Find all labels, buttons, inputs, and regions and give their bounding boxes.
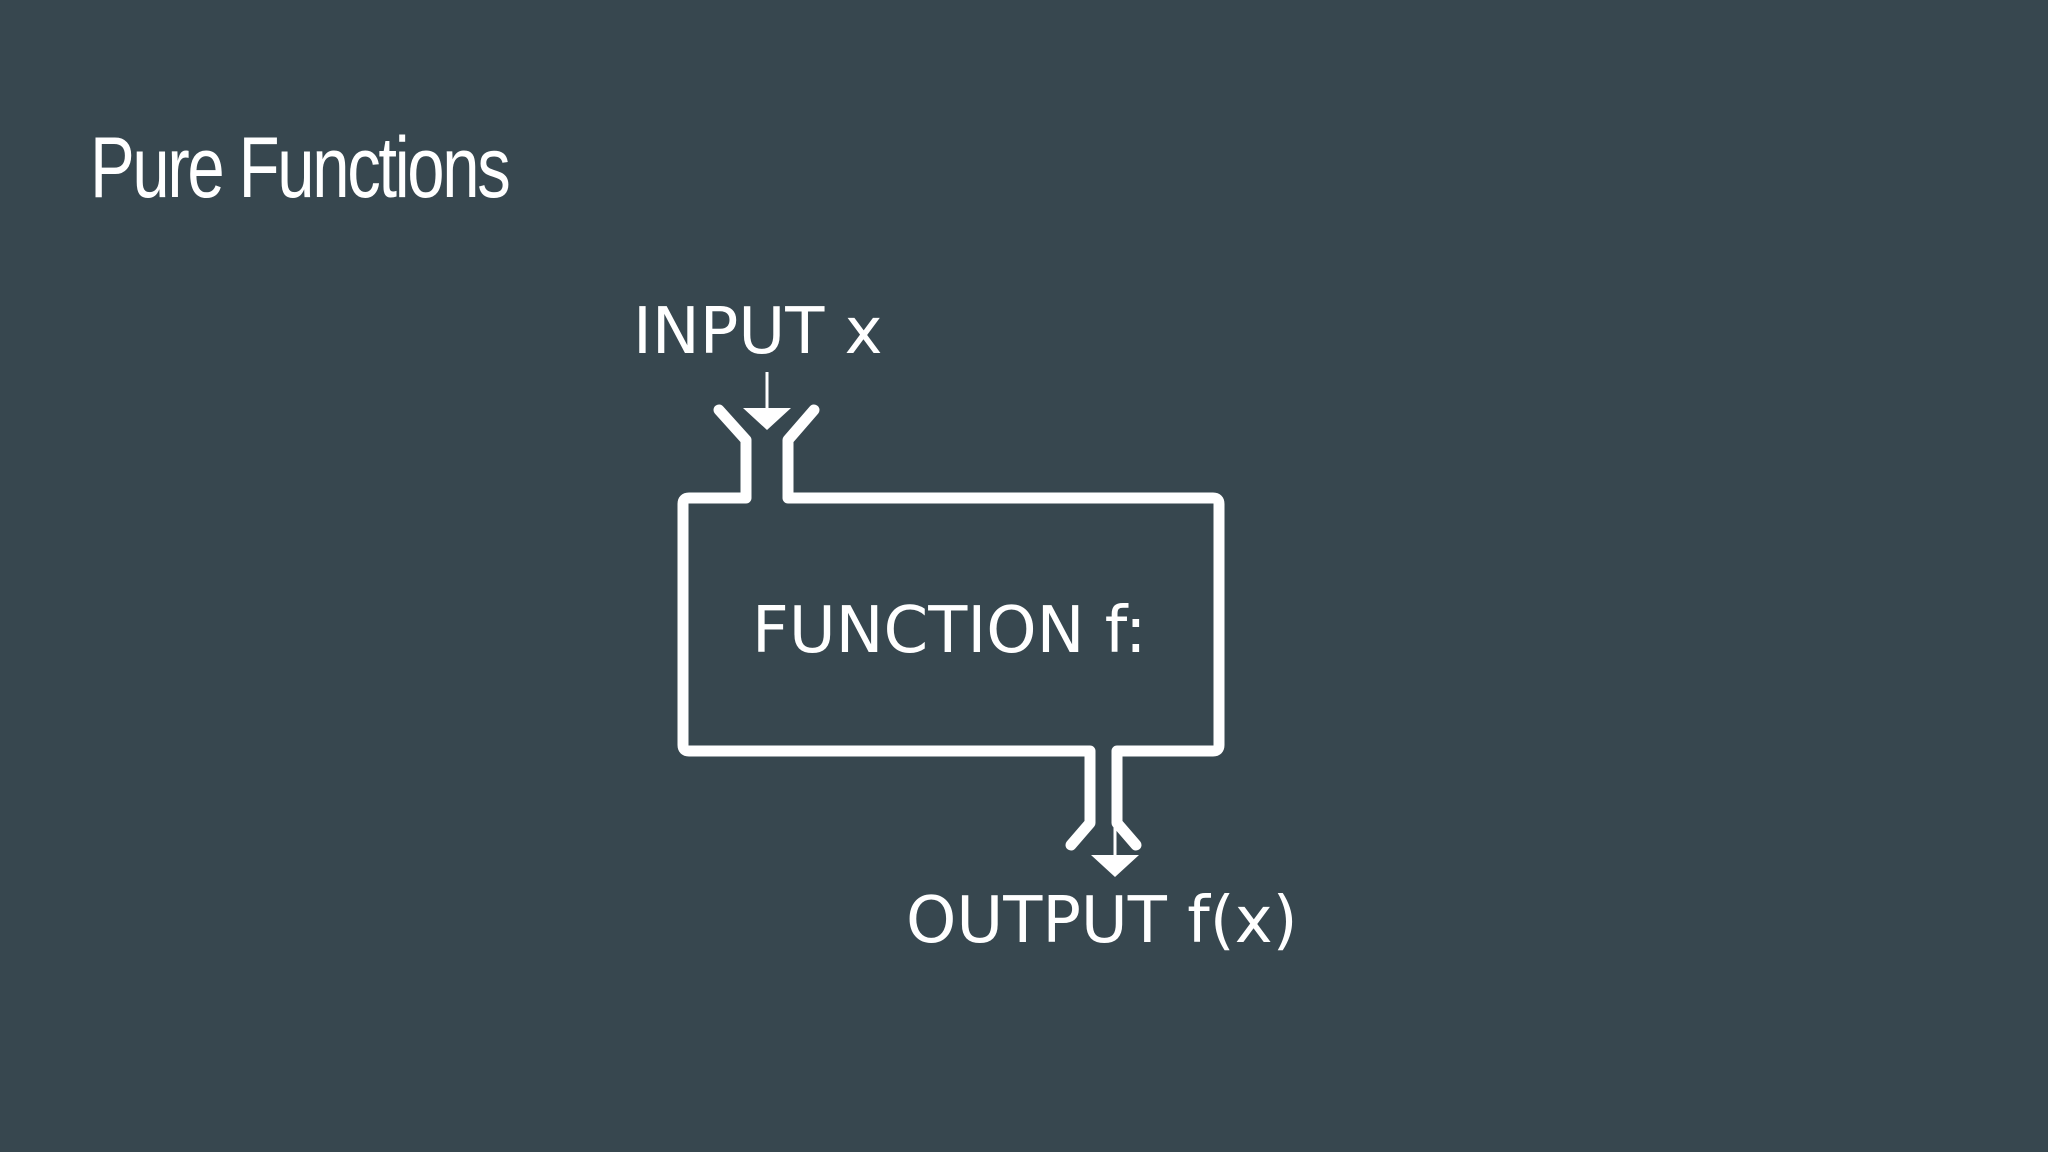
slide-title: Pure Functions (90, 120, 511, 216)
input-arrow-head (743, 408, 791, 430)
output-label: OUTPUT f(x) (906, 884, 1298, 958)
output-arrow-head (1091, 855, 1139, 877)
function-label: FUNCTION f: (752, 594, 1147, 668)
input-label: INPUT x (633, 295, 883, 369)
function-box (677, 404, 1225, 851)
